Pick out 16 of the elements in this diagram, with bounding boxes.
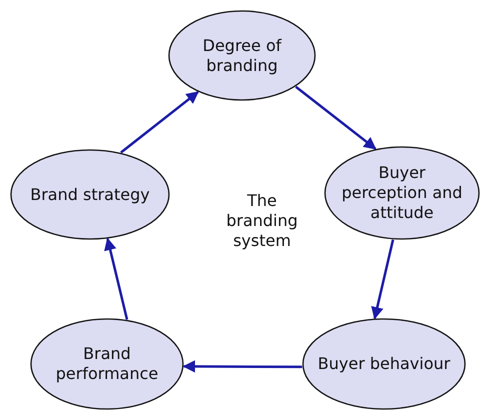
center-label: The branding system [225, 191, 299, 251]
node-label: Buyer perception and attitude [340, 163, 464, 223]
ellipse-node [324, 146, 480, 240]
arrow [182, 360, 302, 373]
node-label: Degree of branding [202, 36, 283, 76]
node-label: Buyer behaviour [318, 354, 450, 374]
ellipse-node [30, 318, 184, 410]
arrow [295, 86, 376, 150]
node-label: Brand performance [54, 344, 160, 384]
arrow [120, 91, 199, 154]
ellipse-node [168, 10, 316, 101]
ellipse-node [302, 318, 466, 410]
node-label: Brand strategy [30, 184, 150, 204]
arrow [104, 238, 128, 320]
arrow [371, 239, 394, 320]
ellipse-node [10, 149, 170, 240]
